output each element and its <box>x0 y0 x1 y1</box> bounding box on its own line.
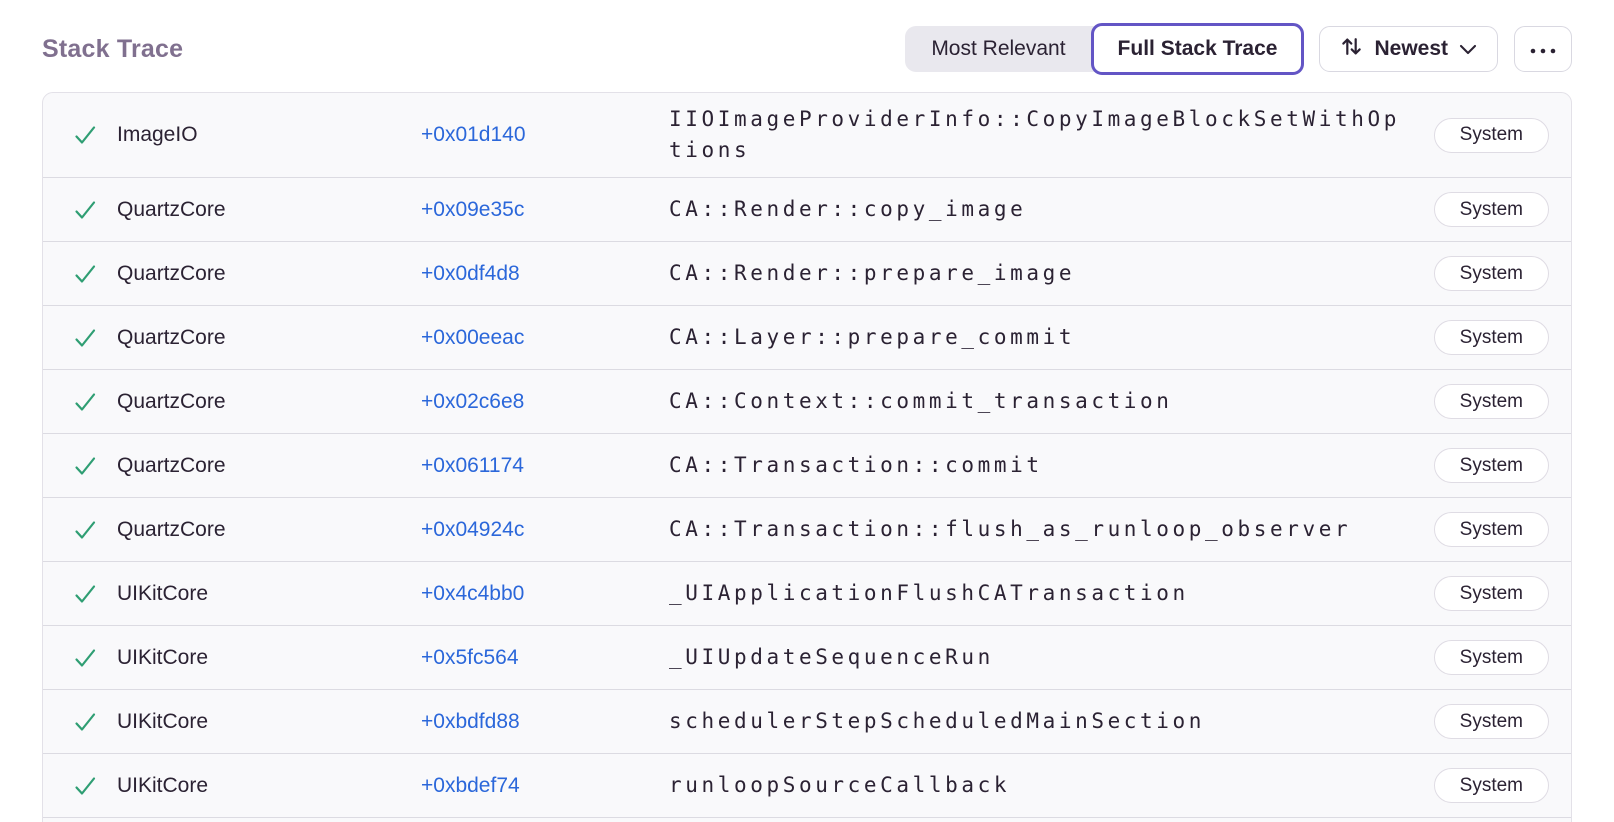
check-icon <box>71 516 117 544</box>
more-options-button[interactable] <box>1514 26 1572 72</box>
address-offset-link[interactable]: +0x4c4bb0 <box>421 581 525 605</box>
system-badge: System <box>1433 256 1549 291</box>
address-offset-link[interactable]: +0x5fc564 <box>421 645 519 669</box>
function-name: IIOImageProviderInfo::CopyImageBlockSetW… <box>669 107 1400 162</box>
address-offset-link[interactable]: +0xbdef74 <box>421 773 520 797</box>
function-name: CA::Render::prepare_image <box>669 261 1076 285</box>
header-controls: Most Relevant Full Stack Trace Newest <box>905 23 1572 75</box>
stack-frame-row[interactable]: QuartzCore +0x061174 CA::Transaction::co… <box>43 434 1571 498</box>
function-name: CA::Transaction::commit <box>669 453 1043 477</box>
check-icon <box>71 644 117 672</box>
badge-cell: System <box>1433 384 1549 419</box>
stack-frame-row[interactable]: QuartzCore +0x09e35c CA::Render::copy_im… <box>43 178 1571 242</box>
address-offset-link[interactable]: +0x04924c <box>421 517 525 541</box>
sort-button[interactable]: Newest <box>1319 26 1498 72</box>
check-icon <box>71 580 117 608</box>
address-offset-link[interactable]: +0xbdfd88 <box>421 709 520 733</box>
system-badge: System <box>1433 512 1549 547</box>
check-icon <box>71 121 117 149</box>
function-name: CA::Render::copy_image <box>669 197 1027 221</box>
badge-cell: System <box>1433 512 1549 547</box>
stack-frame-row[interactable]: ImageIO +0x01d140 IIOImageProviderInfo::… <box>43 93 1571 178</box>
chevron-down-icon <box>1459 37 1477 61</box>
system-badge: System <box>1433 768 1549 803</box>
function-name: CA::Context::commit_transaction <box>669 389 1173 413</box>
system-badge: System <box>1433 704 1549 739</box>
function-name: schedulerStepScheduledMainSection <box>669 709 1206 733</box>
badge-cell: System <box>1433 192 1549 227</box>
check-icon <box>71 452 117 480</box>
address-offset-link[interactable]: +0x061174 <box>421 453 524 477</box>
module-name: QuartzCore <box>117 453 226 477</box>
check-icon <box>71 708 117 736</box>
module-name: ImageIO <box>117 123 198 146</box>
page-title: Stack Trace <box>42 34 184 63</box>
system-badge: System <box>1433 576 1549 611</box>
stack-frame-row[interactable]: UIKitCore +0xbdfd88 schedulerStepSchedul… <box>43 690 1571 754</box>
check-icon <box>71 772 117 800</box>
badge-cell: System <box>1433 320 1549 355</box>
stack-frame-row[interactable]: UIKitCore +0xbdef74 runloopSourceCallbac… <box>43 754 1571 818</box>
badge-cell: System <box>1433 576 1549 611</box>
check-icon <box>71 388 117 416</box>
ellipsis-icon <box>1529 37 1557 61</box>
function-name: CA::Transaction::flush_as_runloop_observ… <box>669 517 1352 541</box>
address-offset-link[interactable]: +0x09e35c <box>421 197 525 221</box>
system-badge: System <box>1433 640 1549 675</box>
badge-cell: System <box>1433 640 1549 675</box>
stack-frame-row[interactable]: QuartzCore +0x0df4d8 CA::Render::prepare… <box>43 242 1571 306</box>
function-name: CA::Layer::prepare_commit <box>669 325 1076 349</box>
module-name: QuartzCore <box>117 389 226 413</box>
module-name: QuartzCore <box>117 197 226 221</box>
function-name: runloopSourceCallback <box>669 773 1011 797</box>
address-offset-link[interactable]: +0x00eeac <box>421 325 525 349</box>
full-stack-trace-button[interactable]: Full Stack Trace <box>1090 23 1305 75</box>
address-offset-link[interactable]: +0x0df4d8 <box>421 261 520 285</box>
check-icon <box>71 260 117 288</box>
check-icon <box>71 196 117 224</box>
address-offset-link[interactable]: +0x01d140 <box>421 123 526 146</box>
stack-frame-row[interactable]: QuartzCore +0x02c6e8 CA::Context::commit… <box>43 370 1571 434</box>
view-toggle: Most Relevant Full Stack Trace <box>905 23 1305 75</box>
system-badge: System <box>1433 320 1549 355</box>
stack-frame-row[interactable]: UIKitCore +0x5fc564 _UIUpdateSequenceRun… <box>43 626 1571 690</box>
badge-cell: System <box>1433 117 1549 153</box>
function-name: _UIApplicationFlushCATransaction <box>669 581 1189 605</box>
system-badge: System <box>1433 192 1549 227</box>
most-relevant-button[interactable]: Most Relevant <box>905 26 1091 72</box>
module-name: UIKitCore <box>117 581 209 605</box>
badge-cell: System <box>1433 768 1549 803</box>
module-name: UIKitCore <box>117 773 209 797</box>
function-name: _UIUpdateSequenceRun <box>669 645 994 669</box>
system-badge: System <box>1433 448 1549 483</box>
stack-trace-table: ImageIO +0x01d140 IIOImageProviderInfo::… <box>42 92 1572 822</box>
sort-button-label: Newest <box>1374 37 1448 60</box>
module-name: UIKitCore <box>117 645 209 669</box>
badge-cell: System <box>1433 704 1549 739</box>
address-offset-link[interactable]: +0x02c6e8 <box>421 389 525 413</box>
stack-frame-row[interactable]: UIKitCore +0x4c4bb0 _UIApplicationFlushC… <box>43 562 1571 626</box>
badge-cell: System <box>1433 256 1549 291</box>
module-name: QuartzCore <box>117 261 226 285</box>
check-icon <box>71 324 117 352</box>
sort-arrows-icon <box>1340 35 1363 64</box>
module-name: QuartzCore <box>117 325 226 349</box>
module-name: UIKitCore <box>117 709 209 733</box>
stack-frame-row[interactable]: QuartzCore +0x00eeac CA::Layer::prepare_… <box>43 306 1571 370</box>
system-badge: System <box>1433 117 1549 153</box>
system-badge: System <box>1433 384 1549 419</box>
stack-frame-row[interactable]: QuartzCore +0x04924c CA::Transaction::fl… <box>43 498 1571 562</box>
badge-cell: System <box>1433 448 1549 483</box>
module-name: QuartzCore <box>117 517 226 541</box>
stack-trace-header: Stack Trace Most Relevant Full Stack Tra… <box>42 0 1572 78</box>
